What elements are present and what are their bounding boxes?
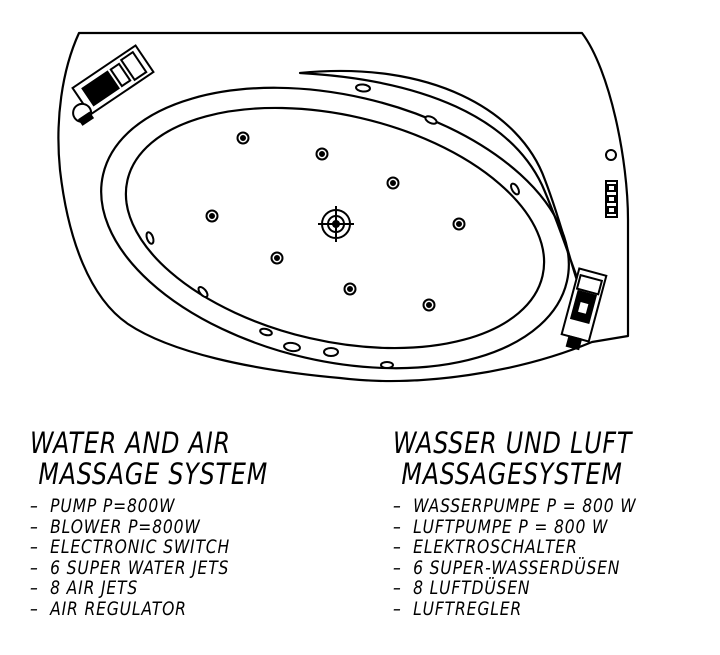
air-jet-icon — [510, 182, 520, 196]
air-jet-icon — [323, 347, 339, 357]
english-item-list: PUMP P=800W BLOWER P=800W ELECTRONIC SWI… — [30, 496, 268, 619]
air-jet-icon — [259, 327, 273, 337]
english-item-blower: BLOWER P=800W — [30, 516, 268, 538]
air-blower-icon — [560, 267, 608, 351]
german-item-air-regulator: LUFTREGLER — [393, 598, 636, 620]
english-item-switch: ELECTRONIC SWITCH — [30, 537, 268, 558]
air-jet-icon — [380, 361, 394, 369]
super-water-jet-icon — [236, 131, 250, 145]
german-item-switch: ELEKTROSCHALTER — [393, 537, 636, 558]
electronic-switch-icon — [605, 180, 618, 218]
german-spec-block: WASSER UND LUFT MASSAGESYSTEM WASSERPUMP… — [393, 428, 636, 619]
english-item-pump: PUMP P=800W — [30, 496, 268, 517]
bathtub-drawing — [57, 31, 630, 383]
english-item-air-jets: 8 AIR JETS — [30, 578, 268, 599]
german-title-line1: WASSER UND LUFT — [393, 426, 633, 460]
german-item-water-jets: 6 SUPER-WASSERDÜSEN — [393, 557, 636, 579]
air-regulator-icon — [605, 149, 617, 161]
central-water-jet-icon — [318, 206, 354, 242]
water-pump-icon — [71, 44, 155, 126]
german-item-blower: LUFTPUMPE P = 800 W — [393, 516, 636, 538]
tub-ledge — [298, 69, 592, 312]
english-item-water-jets: 6 SUPER WATER JETS — [30, 557, 268, 579]
super-water-jet-icon — [452, 217, 466, 231]
super-water-jet-icon — [343, 282, 357, 296]
super-water-jet-icon — [315, 147, 329, 161]
german-item-list: WASSERPUMPE P = 800 W LUFTPUMPE P = 800 … — [393, 496, 636, 619]
air-jet-icon — [197, 286, 209, 298]
super-water-jet-icon — [386, 176, 400, 190]
german-title-line2: MASSAGESYSTEM — [393, 457, 623, 491]
air-jet-icon — [283, 341, 301, 353]
german-item-air-jets: 8 LUFTDÜSEN — [393, 578, 636, 599]
super-water-jet-icon — [205, 209, 219, 223]
tub-outer-rim — [57, 31, 630, 383]
english-spec-block: WATER AND AIR MASSAGE SYSTEM PUMP P=800W… — [30, 428, 268, 619]
super-water-jet-icon — [270, 251, 284, 265]
super-water-jet-icon — [422, 298, 436, 312]
tub-basin-outer — [100, 86, 570, 370]
air-jet-icon — [355, 83, 371, 93]
air-jet-icon — [145, 231, 155, 245]
english-title-line2: MASSAGE SYSTEM — [30, 457, 269, 491]
english-item-air-regulator: AIR REGULATOR — [30, 598, 268, 620]
english-title-line1: WATER AND AIR — [30, 426, 231, 460]
air-jet-icon — [424, 115, 438, 125]
german-item-pump: WASSERPUMPE P = 800 W — [393, 496, 636, 517]
tub-basin-inner — [124, 106, 546, 350]
